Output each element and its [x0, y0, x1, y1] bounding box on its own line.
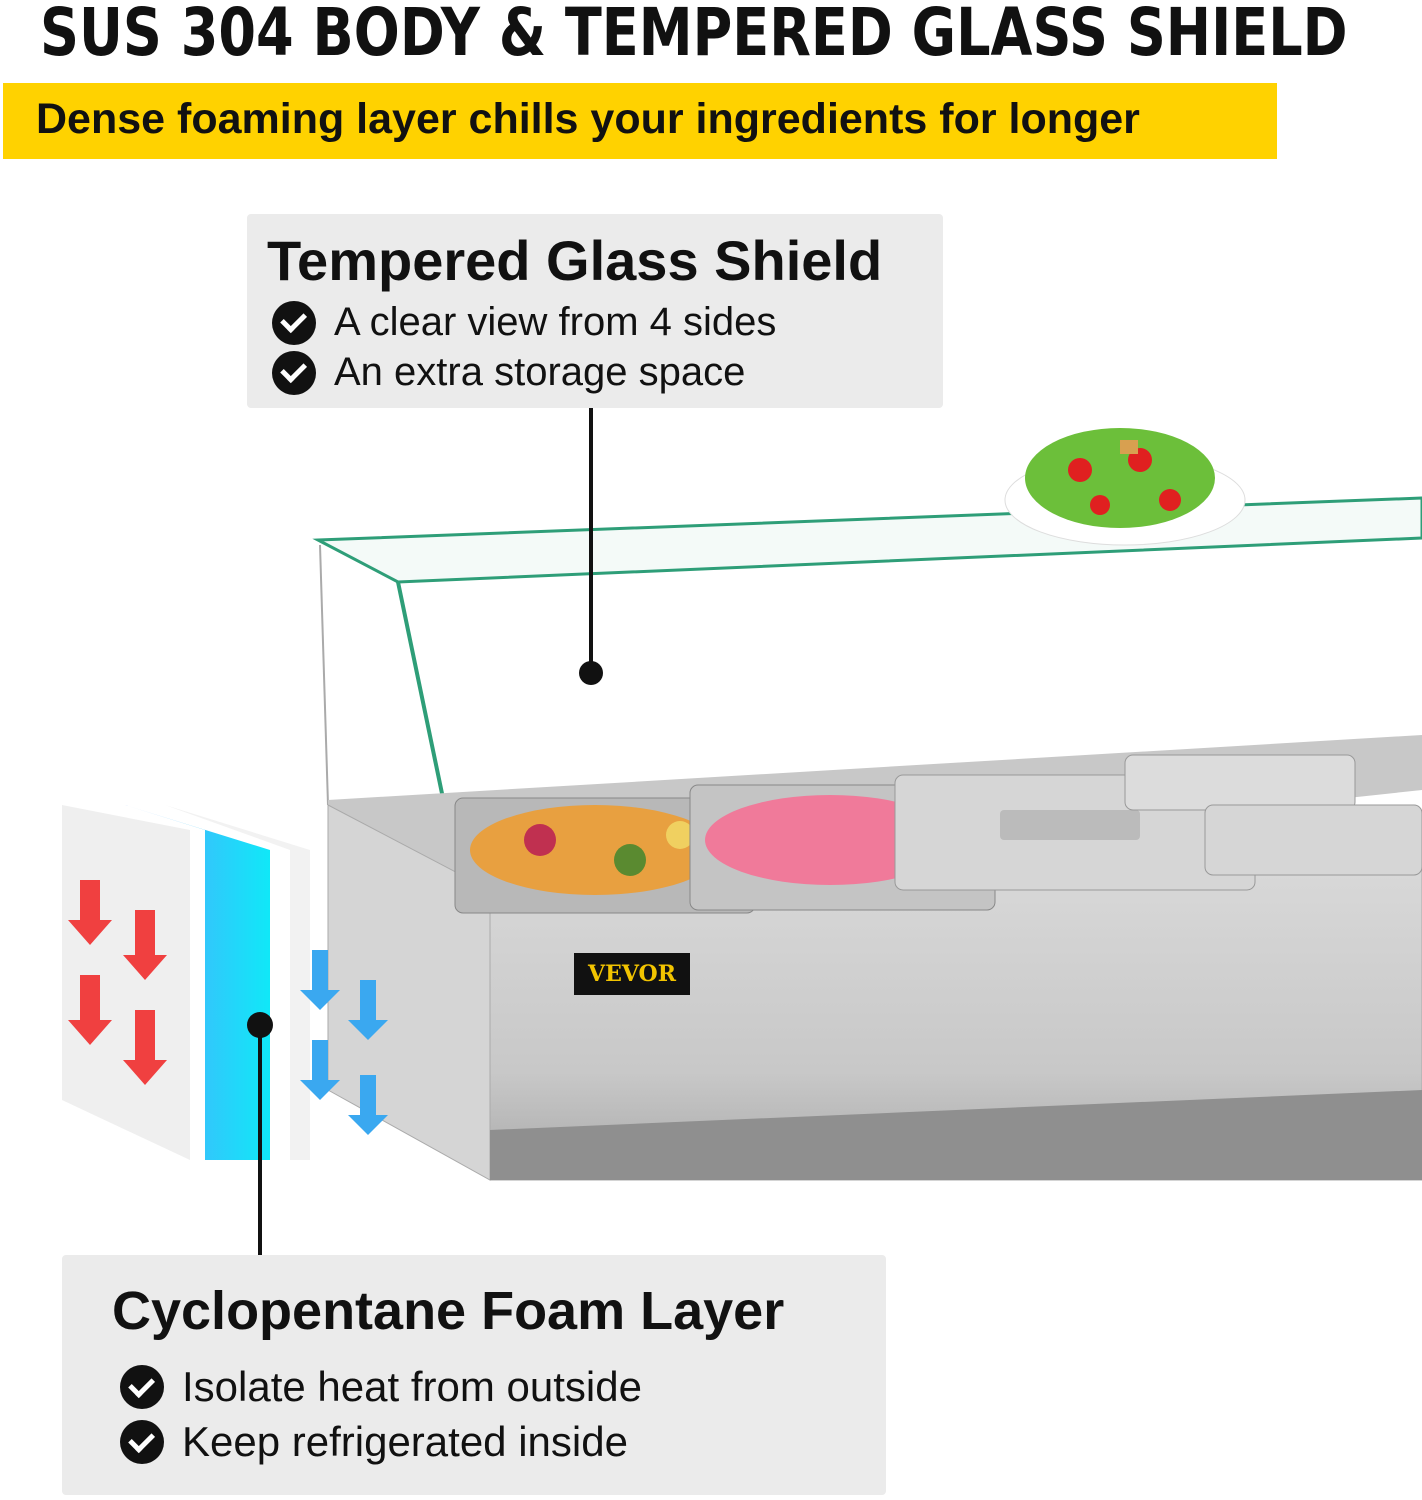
callout-heading: Cyclopentane Foam Layer: [112, 1281, 785, 1341]
feature-item: Keep refrigerated inside: [120, 1418, 628, 1466]
heat-arrow-icons: [68, 880, 167, 1085]
check-circle-icon: [120, 1420, 164, 1464]
check-circle-icon: [272, 350, 316, 395]
cold-arrow-icons: [300, 950, 388, 1135]
foam-layer: [125, 805, 270, 1160]
feature-text: Isolate heat from outside: [182, 1363, 642, 1410]
pan-lidded: [1124, 754, 1356, 811]
check-circle-icon: [272, 300, 316, 345]
pan-lidded: [1204, 804, 1422, 876]
feature-item: A clear view from 4 sides: [272, 300, 776, 345]
glass-top: [312, 496, 1422, 584]
feature-item: Isolate heat from outside: [120, 1363, 642, 1411]
feature-text: A clear view from 4 sides: [334, 300, 777, 344]
feature-text: Keep refrigerated inside: [182, 1418, 628, 1465]
glass-shield-callout: Tempered Glass Shield A clear view from …: [247, 214, 943, 408]
inner-layer: [165, 805, 310, 1160]
check-circle-icon: [120, 1365, 164, 1409]
salad-plate: [1004, 428, 1246, 546]
foam-layer-callout: Cyclopentane Foam Layer Isolate heat fro…: [62, 1255, 886, 1495]
feature-item: An extra storage space: [272, 350, 745, 395]
yellow-banner: Dense foaming layer chills your ingredie…: [3, 83, 1277, 159]
foam-pointer-dot: [247, 1012, 273, 1038]
callout-heading: Tempered Glass Shield: [267, 229, 883, 292]
page-title: SUS 304 BODY & TEMPERED GLASS SHIELD: [40, 0, 1348, 71]
banner-text: Dense foaming layer chills your ingredie…: [36, 95, 1140, 143]
feature-text: An extra storage space: [334, 350, 746, 394]
vevor-logo: VEVOR: [574, 953, 690, 995]
glass-pointer-dot: [579, 661, 603, 685]
